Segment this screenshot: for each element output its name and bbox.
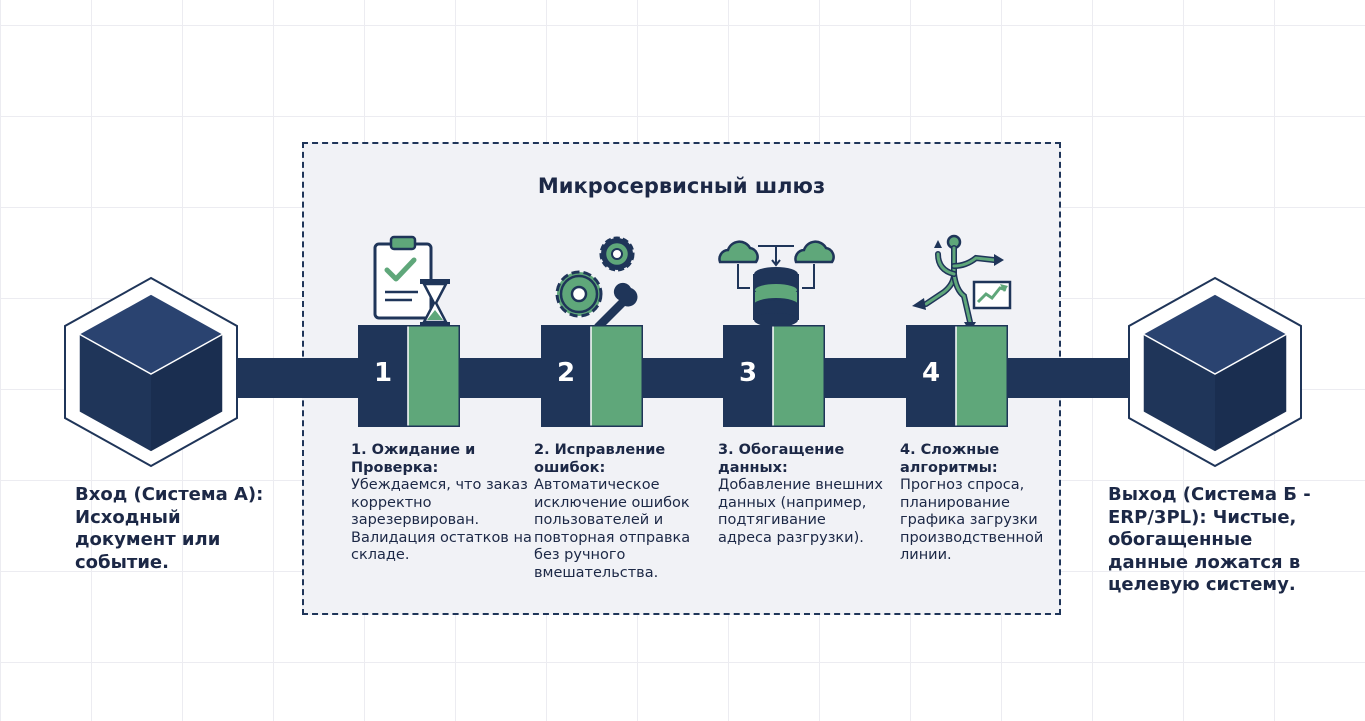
algorithm-chart-icon xyxy=(904,234,1014,334)
output-system-node xyxy=(1126,276,1304,468)
step-number: 1 xyxy=(373,358,393,388)
step-cube-1: 1 xyxy=(358,325,460,427)
input-system-node xyxy=(62,276,240,468)
clipboard-hourglass-icon xyxy=(370,234,460,334)
step-cube-3: 3 xyxy=(723,325,825,427)
step-title: 2. Исправление ошибок: xyxy=(534,442,666,476)
gateway-title: Микросервисный шлюз xyxy=(537,174,826,198)
step-description: Прогноз спроса, планирование графика заг… xyxy=(900,477,1044,563)
output-label: Выход (Система Б - ERP/3PL): Чистые, обо… xyxy=(1108,484,1311,595)
step-cube-4: 4 xyxy=(906,325,1008,427)
step-title: 4. Сложные алгоритмы: xyxy=(900,442,1000,476)
step-cube-2: 2 xyxy=(541,325,643,427)
step-number: 2 xyxy=(556,358,576,388)
step-text-4: 4. Сложные алгоритмы: Прогноз спроса, пл… xyxy=(900,442,1050,565)
step-number: 4 xyxy=(921,358,941,388)
gears-wrench-icon xyxy=(545,234,641,334)
cloud-database-icon xyxy=(716,236,836,336)
step-description: Убеждаемся, что заказ корректно зарезерв… xyxy=(351,477,532,563)
step-title: 3. Обогащение данных: xyxy=(718,442,845,476)
data-pipeline-bar xyxy=(205,358,1160,398)
step-text-1: 1. Ожидание и Проверка: Убеждаемся, что … xyxy=(351,442,541,565)
step-number: 3 xyxy=(738,358,758,388)
step-text-3: 3. Обогащение данных: Добавление внешних… xyxy=(718,442,883,547)
step-text-2: 2. Исправление ошибок: Автоматическое ис… xyxy=(534,442,694,582)
step-description: Добавление внешних данных (например, под… xyxy=(718,477,883,546)
input-label: Вход (Система А): Исходный документ или … xyxy=(75,484,264,573)
step-title: 1. Ожидание и Проверка: xyxy=(351,442,476,476)
step-description: Автоматическое исключение ошибок пользов… xyxy=(534,477,691,581)
